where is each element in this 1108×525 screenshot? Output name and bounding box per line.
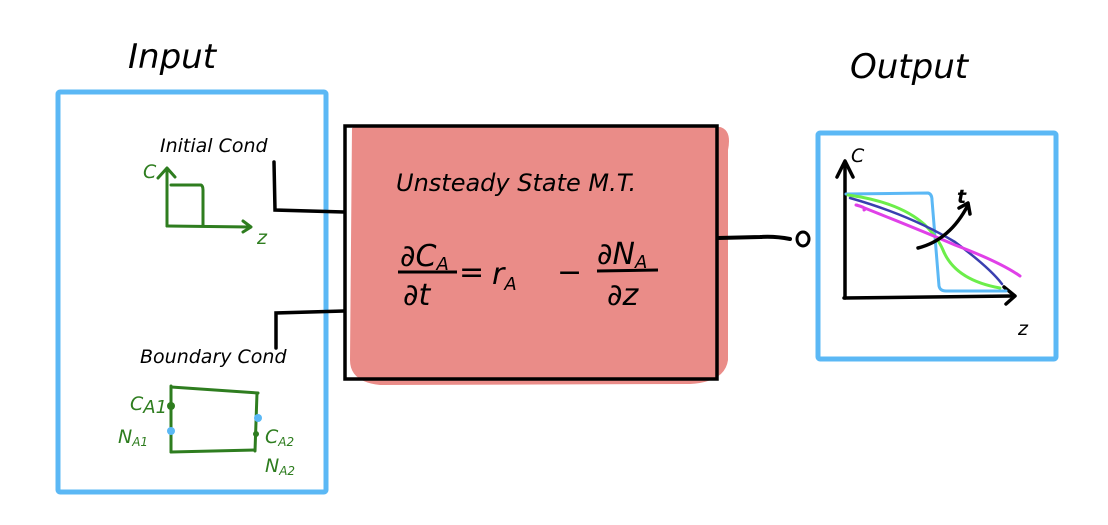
initial-cond-plot [156, 166, 253, 234]
profile-curve-t3 [854, 203, 1022, 278]
boundary-right-wall [253, 391, 259, 453]
boundary-c-a1-marker [167, 402, 175, 410]
process-title: Unsteady State M.T. [396, 169, 636, 197]
input-box [55, 89, 329, 495]
boundary-bottom-wall [169, 448, 257, 454]
boundary-right-c-label: CA2 [265, 426, 294, 449]
output-title: Output [850, 47, 970, 87]
boundary-n-a2-marker [253, 431, 259, 437]
time-arrow [916, 203, 970, 250]
boundary-c-a2-marker [254, 414, 262, 422]
output-box [815, 130, 1059, 362]
output-node-icon [795, 230, 811, 248]
initial-cond-label: Initial Cond [160, 135, 269, 157]
initial-cond-y-arrowhead [156, 166, 177, 180]
output-connector [716, 234, 792, 241]
output-x-axis [842, 294, 1014, 300]
eq-reaction-term: rA [492, 257, 517, 295]
boundary-cond-connector [274, 309, 346, 350]
profile-curve-t2 [848, 196, 1004, 286]
eq-minus: − [557, 255, 582, 290]
time-label: t [957, 186, 967, 208]
boundary-left-n-label: NA1 [118, 426, 148, 449]
process-box [343, 124, 719, 381]
mass-transfer-equation: ∂CA ∂t = rA − ∂NA ∂z [398, 237, 659, 313]
eq-rhs-fraction-bar [596, 268, 659, 273]
output-y-arrowhead [835, 159, 855, 179]
boundary-top-wall [169, 385, 260, 395]
initial-cond-connector [272, 160, 346, 214]
initial-cond-y-label: C [143, 161, 157, 183]
profile-curve-t0-step [844, 191, 1008, 293]
boundary-left-c-label: CA1 [130, 393, 167, 418]
initial-cond-x-arrowhead [241, 219, 253, 234]
output-plot [835, 159, 1022, 306]
eq-lhs-numerator: ∂CA [400, 239, 449, 275]
eq-rhs-denominator: ∂z [607, 278, 640, 313]
boundary-cond-plot [169, 384, 260, 454]
output-x-label: z [1017, 318, 1029, 340]
time-arrow-head [957, 201, 972, 216]
initial-cond-profile [169, 183, 205, 228]
output-x-arrowhead [1002, 285, 1017, 306]
input-title: Input [128, 37, 218, 77]
output-y-label: C [851, 145, 865, 167]
eq-equals: = [459, 255, 484, 290]
initial-cond-x-label: z [256, 227, 268, 249]
boundary-right-n-label: NA2 [265, 455, 295, 478]
eq-lhs-denominator: ∂t [403, 278, 432, 313]
eq-rhs-numerator: ∂NA [597, 237, 647, 273]
boundary-n-a1-marker [167, 427, 175, 435]
boundary-cond-label: Boundary Cond [140, 346, 287, 368]
initial-cond-x-axis [165, 224, 252, 229]
process-fill [350, 125, 729, 385]
